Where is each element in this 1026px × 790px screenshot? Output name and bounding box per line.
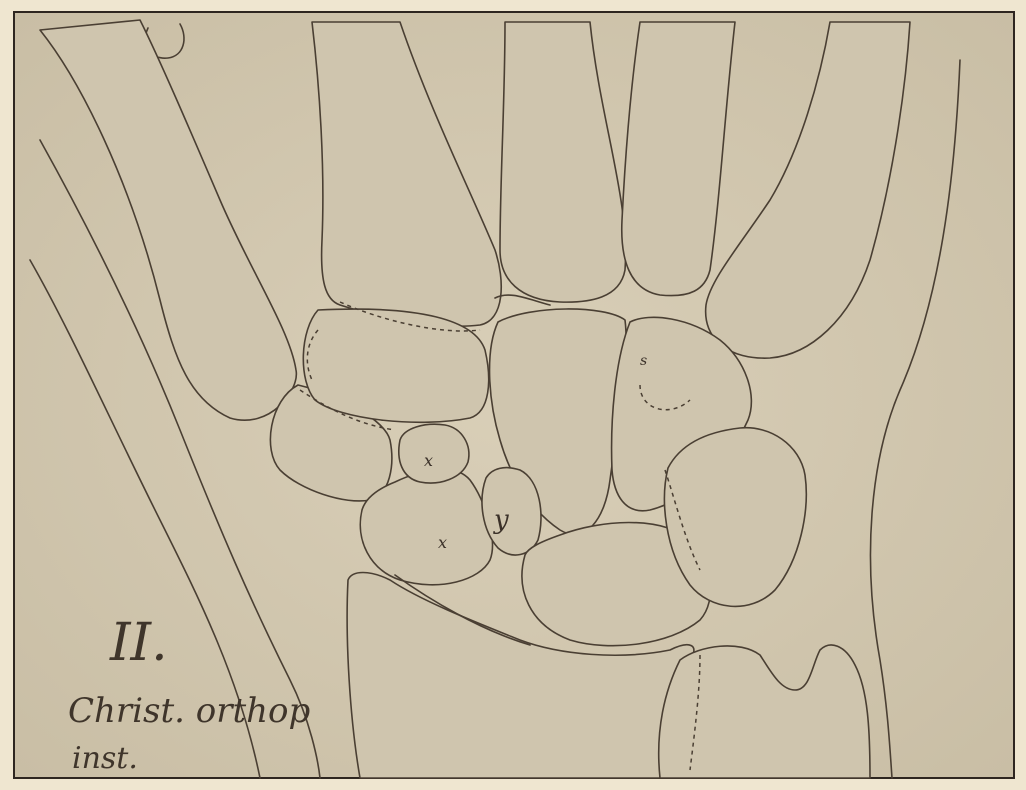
label-x-upper: x [424,451,433,470]
label-s: s [640,353,647,369]
trapezoid [303,309,488,422]
bone-x-upper [399,424,469,483]
caption-line-2: inst. [72,741,138,776]
label-y: y [493,505,509,535]
label-x-lower: x [438,533,447,552]
plate-number: II. [109,613,168,673]
caption-line-1: Christ. orthop [68,691,310,731]
ulna [659,645,870,778]
